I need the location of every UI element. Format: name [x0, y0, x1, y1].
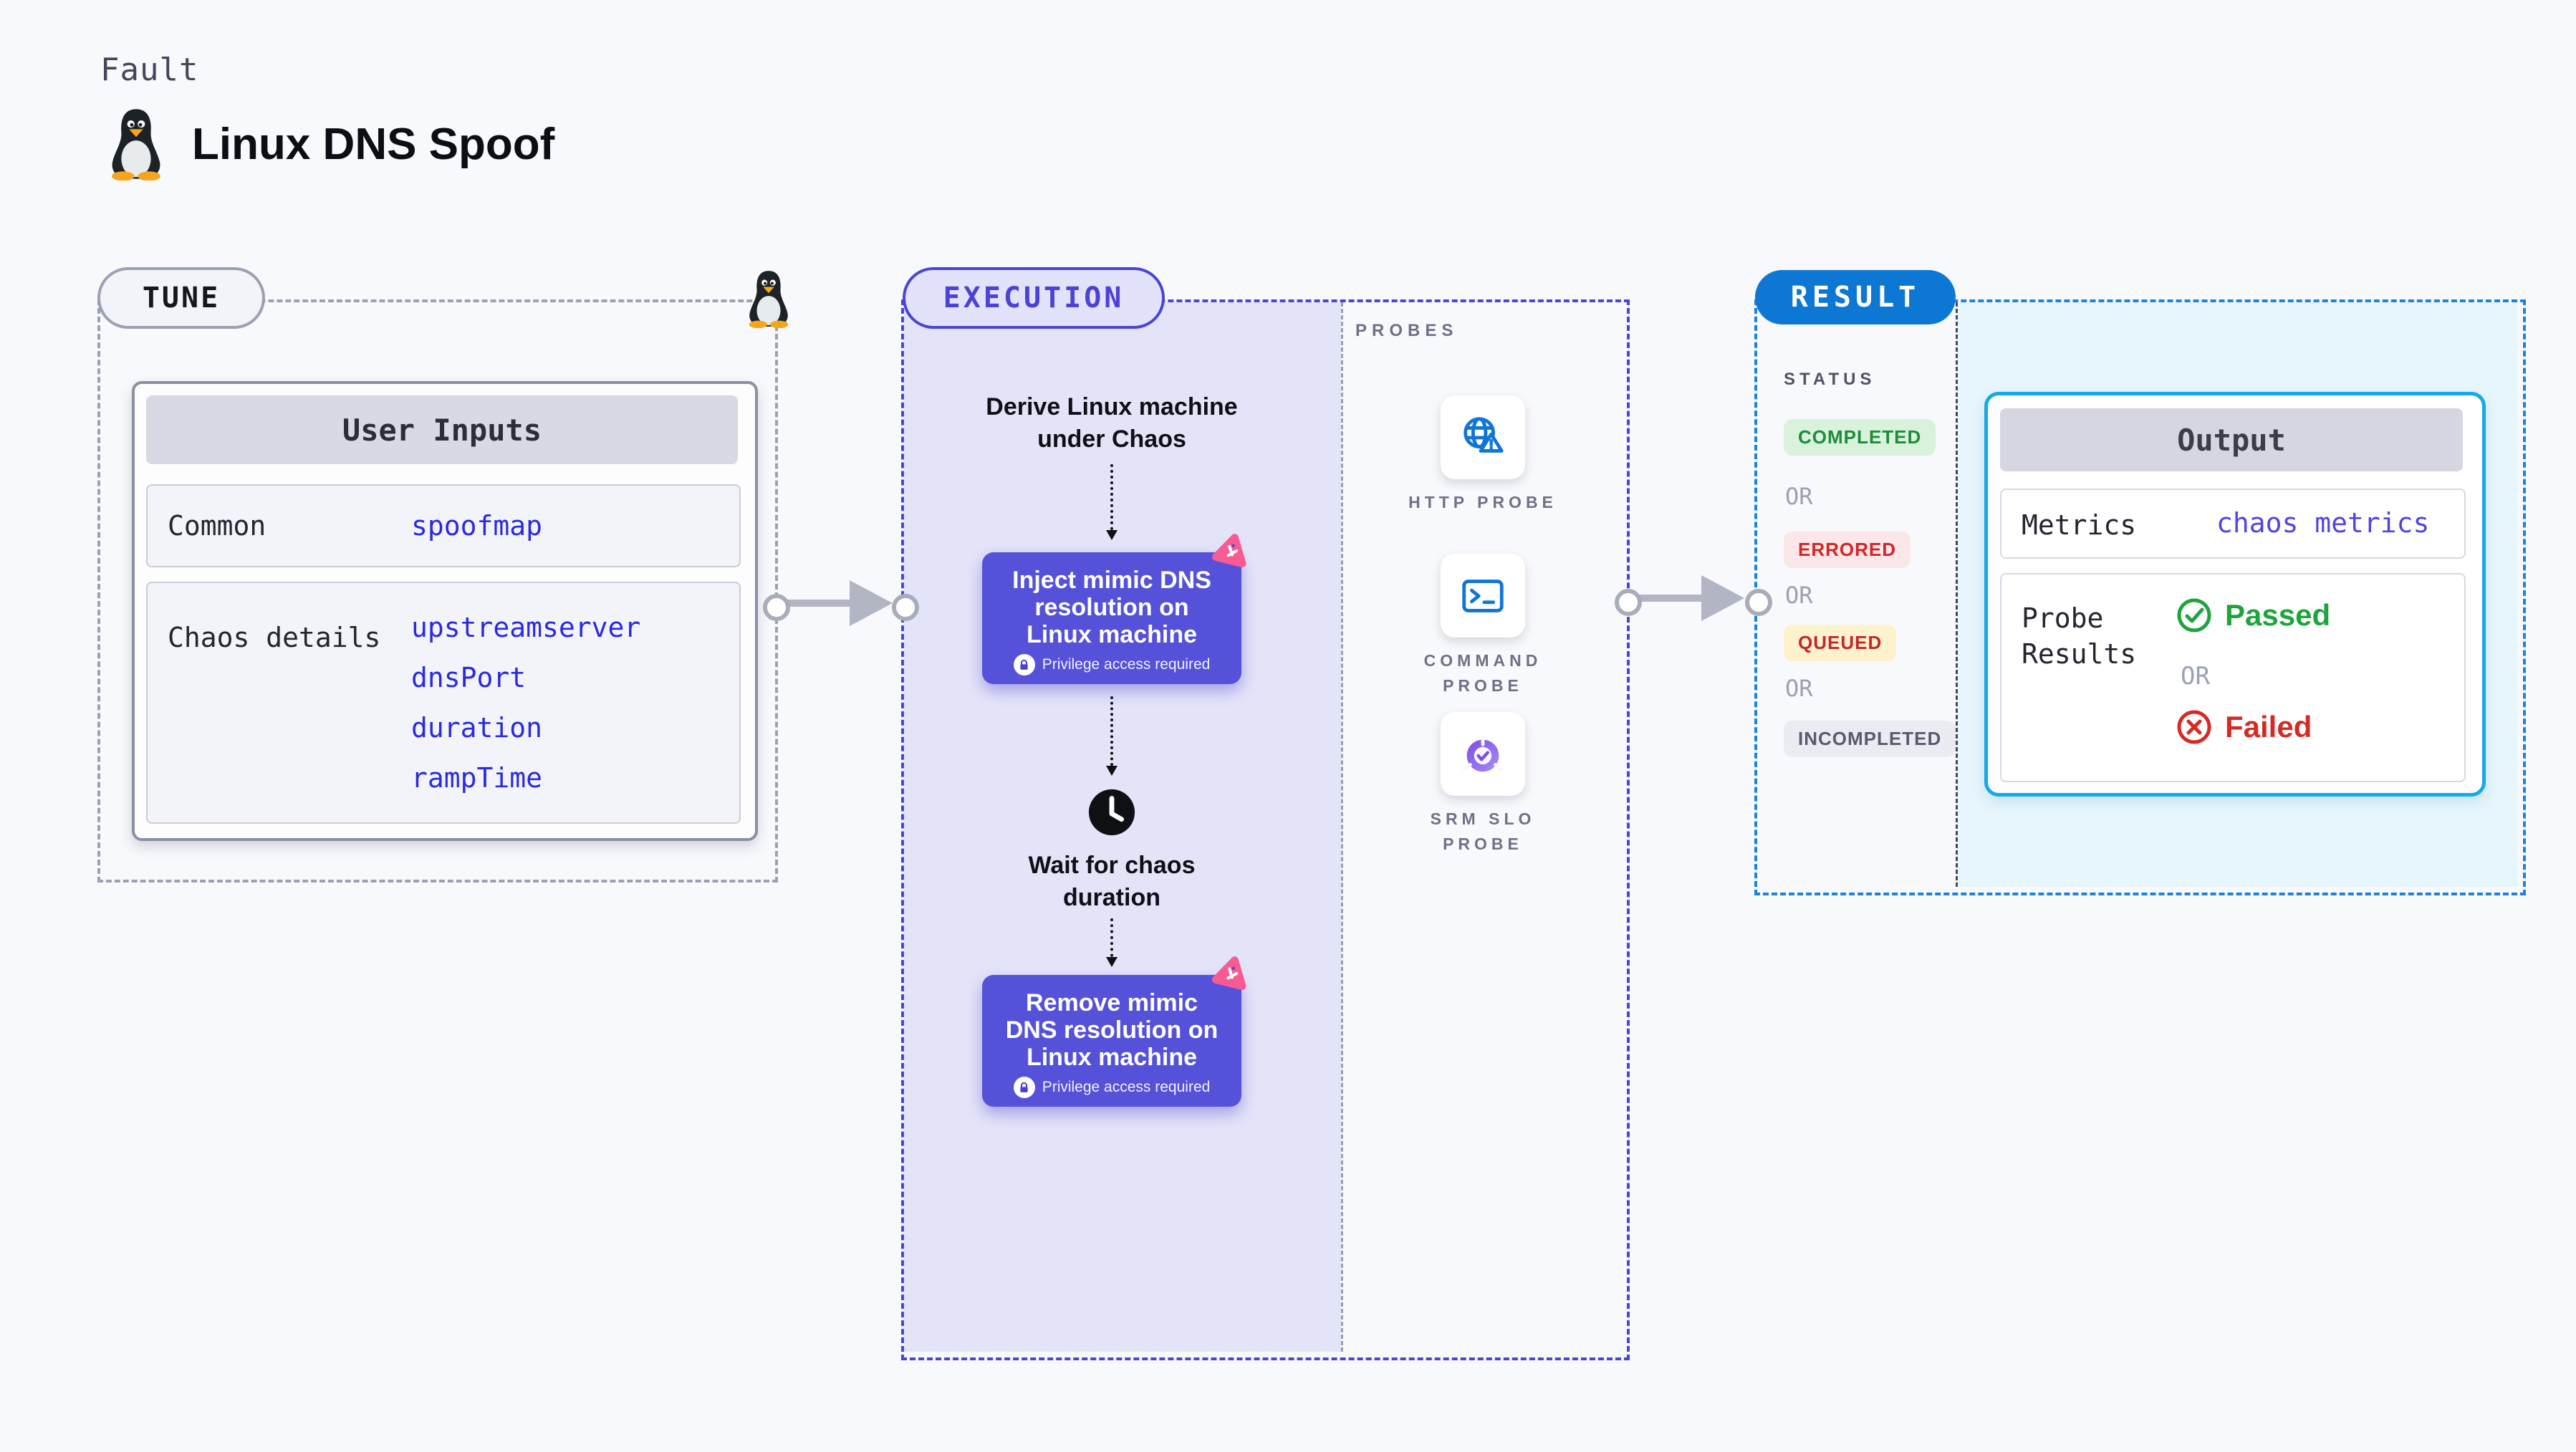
probe-label: HTTP PROBE — [1408, 493, 1557, 511]
slo-donut-check-icon — [1462, 734, 1504, 771]
execution-section-frame — [901, 299, 1630, 1360]
arrowhead-icon — [850, 580, 893, 626]
x-circle-icon — [2177, 710, 2211, 744]
lock-icon — [1013, 654, 1035, 675]
globe-alert-icon — [1464, 416, 1504, 453]
or-separator: OR — [1785, 582, 1813, 609]
probe-label: COMMAND PROBE — [1423, 651, 1542, 695]
down-arrow-icon — [1106, 696, 1118, 776]
privilege-note-row: Privilege access required — [1001, 1077, 1223, 1098]
connector-end-dot — [1745, 589, 1772, 616]
metrics-label: Metrics — [2022, 509, 2137, 541]
status-badge-incompleted: INCOMPLETED — [1784, 721, 1956, 757]
probes-divider — [1341, 302, 1343, 1352]
remove-node-title: Remove mimic DNS resolution on Linux mac… — [1005, 989, 1219, 1071]
result-section-pill: RESULT — [1755, 270, 1956, 324]
page-title: Linux DNS Spoof — [192, 119, 555, 169]
terminal-icon — [1462, 579, 1504, 612]
row-value: dnsPort — [411, 662, 527, 693]
litmus-chaos-icon — [1212, 956, 1246, 991]
or-separator: OR — [1785, 675, 1813, 702]
inject-node-title: Inject mimic DNS resolution on Linux mac… — [1012, 567, 1211, 648]
failed-row: Failed — [2176, 709, 2312, 745]
connector-end-dot — [892, 594, 919, 621]
metrics-value: chaos metrics — [2216, 507, 2430, 539]
user-inputs-header: User Inputs — [146, 395, 738, 464]
inject-chaos-node: Inject mimic DNS resolution on Linux mac… — [982, 552, 1241, 684]
privilege-note-row: Privilege access required — [1001, 654, 1223, 675]
passed-row: Passed — [2176, 597, 2330, 633]
down-arrow-icon — [1106, 918, 1118, 967]
http-probe-card — [1441, 395, 1525, 479]
arrowhead-icon — [1701, 575, 1744, 621]
derive-step-text: Derive Linux machine under Chaos — [986, 393, 1238, 453]
wait-step-text: Wait for chaos duration — [1028, 852, 1196, 911]
privilege-note-text: Privilege access required — [1042, 656, 1211, 673]
remove-chaos-node: Remove mimic DNS resolution on Linux mac… — [982, 975, 1241, 1107]
connector-line — [781, 600, 850, 607]
tune-section-pill: TUNE — [97, 267, 265, 329]
status-badge-queued: QUEUED — [1784, 625, 1897, 661]
status-divider — [1956, 302, 1958, 887]
check-circle-icon — [2177, 598, 2211, 633]
down-arrow-icon — [1106, 464, 1118, 540]
litmus-chaos-icon — [1212, 534, 1246, 568]
row-label: Chaos details — [168, 622, 381, 653]
row-value: duration — [411, 712, 543, 744]
user-inputs-row-chaos-details: Chaos details upstreamserver dnsPort dur… — [146, 582, 741, 824]
title-row: Linux DNS Spoof — [105, 107, 554, 181]
execution-section-pill: EXECUTION — [903, 267, 1165, 329]
output-metrics-row: Metrics chaos metrics — [2000, 489, 2466, 559]
tux-penguin-icon — [112, 109, 160, 181]
row-value: spoofmap — [411, 510, 543, 542]
user-inputs-row-common: Common spoofmap — [146, 484, 741, 567]
row-value: upstreamserver — [411, 612, 641, 643]
row-label: Common — [168, 510, 266, 542]
clock-icon — [1088, 789, 1135, 836]
probes-title: PROBES — [1355, 321, 1458, 340]
connector-start-dot — [1615, 589, 1642, 616]
probe-results-label: Probe Results — [2022, 602, 2137, 670]
fault-eyebrow: Fault — [100, 52, 199, 88]
privilege-note-text: Privilege access required — [1042, 1079, 1211, 1095]
command-probe-card — [1441, 554, 1525, 638]
or-separator: OR — [1785, 483, 1813, 510]
row-value: rampTime — [411, 762, 543, 794]
probe-label: SRM SLO PROBE — [1430, 809, 1536, 853]
output-header: Output — [2000, 408, 2463, 471]
tux-penguin-icon — [749, 271, 789, 328]
connector-line — [1633, 595, 1701, 602]
status-badge-completed: COMPLETED — [1784, 419, 1936, 456]
status-title: STATUS — [1784, 370, 1876, 389]
lock-icon — [1013, 1077, 1035, 1098]
or-separator: OR — [2181, 662, 2210, 691]
tune-section-frame — [97, 299, 778, 883]
output-probe-results-row: Probe Results Passed OR Failed — [2000, 573, 2466, 782]
status-badge-errored: ERRORED — [1784, 532, 1911, 568]
srm-slo-probe-card — [1441, 712, 1525, 796]
passed-label: Passed — [2225, 598, 2331, 632]
connector-start-dot — [763, 594, 790, 621]
failed-label: Failed — [2225, 710, 2312, 744]
